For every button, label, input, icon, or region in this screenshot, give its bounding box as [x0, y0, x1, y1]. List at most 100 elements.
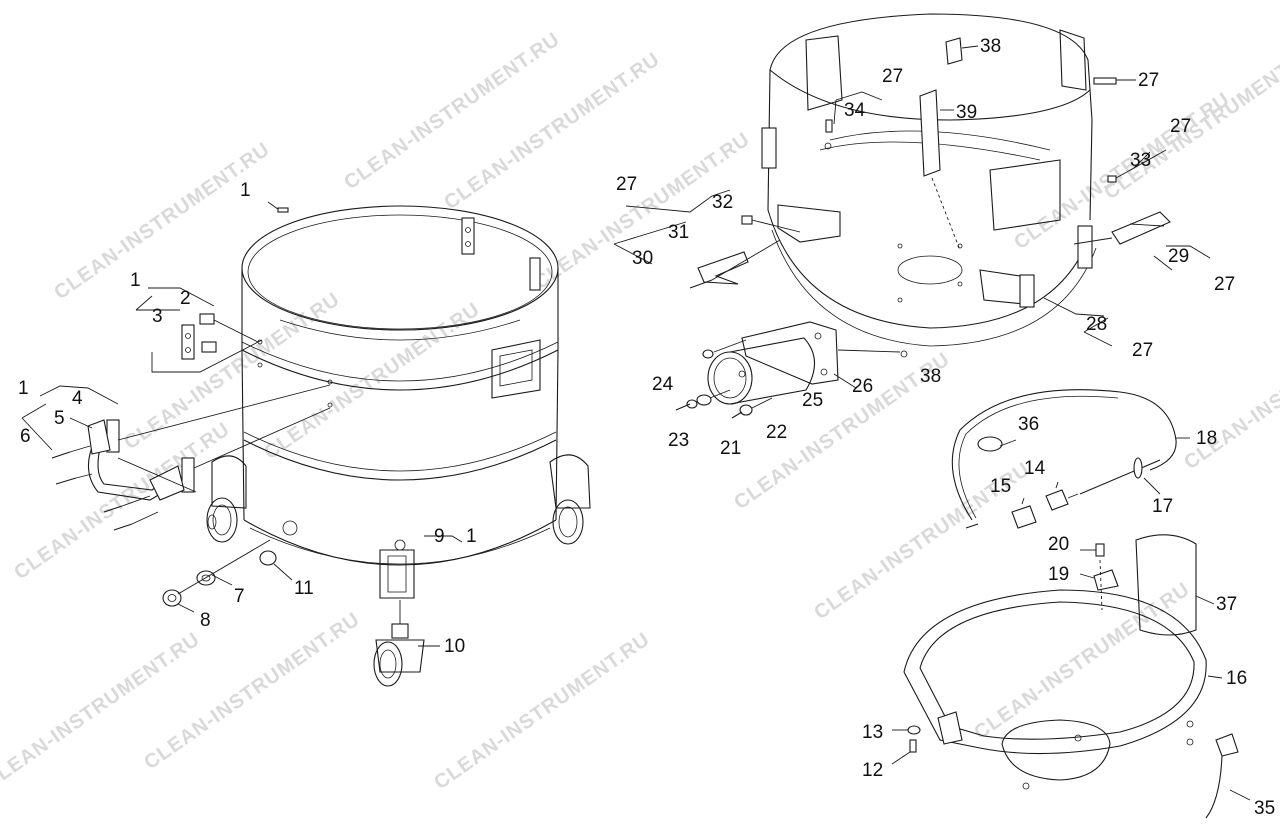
caster-hub	[558, 506, 578, 538]
hole	[1186, 720, 1194, 728]
callout-21: 21	[720, 438, 741, 459]
container-outlet-hole	[897, 255, 963, 285]
watermark: CLEAN-INSTRUMENT.RU	[340, 28, 564, 194]
drum-bottom	[243, 519, 557, 566]
callout-27: 27	[882, 66, 903, 87]
washer	[702, 349, 714, 359]
nut-11	[259, 550, 277, 566]
callout-18: 18	[1196, 428, 1217, 449]
container-top-rim	[769, 13, 1093, 121]
caster-wheel-right	[552, 499, 584, 545]
screw-21	[731, 411, 743, 419]
leader	[1143, 477, 1161, 495]
screw	[103, 505, 123, 513]
hole	[327, 379, 333, 385]
caster-stem	[391, 623, 409, 639]
washer-23	[686, 399, 698, 409]
callout-11: 11	[294, 578, 314, 599]
ring-bowl	[1001, 719, 1111, 745]
screw-32	[741, 215, 753, 225]
hole	[1186, 738, 1194, 746]
container-panel-right	[989, 159, 1061, 231]
hose-end	[965, 523, 979, 529]
nut-8	[162, 589, 182, 607]
drum-assembly	[241, 201, 559, 566]
callout-10: 10	[444, 636, 465, 657]
callout-28: 28	[1086, 314, 1107, 335]
callout-17: 17	[1152, 496, 1173, 517]
leader	[177, 539, 271, 595]
drum-bracket-right	[529, 257, 541, 291]
screw	[51, 451, 71, 459]
sensor-rod-clip	[1133, 457, 1143, 479]
container-rim-front	[769, 69, 1091, 121]
ring-16-side	[903, 671, 981, 749]
drum-clip-bracket	[491, 339, 541, 399]
callout-38: 38	[980, 36, 1001, 57]
callout-35: 35	[1254, 798, 1275, 819]
container-bracket-left	[777, 204, 841, 243]
leader	[193, 407, 331, 469]
leader	[891, 751, 911, 765]
leader	[709, 389, 731, 399]
container-base-ring	[767, 209, 1093, 329]
handle-assembly	[51, 313, 331, 531]
callout-4: 4	[72, 388, 83, 409]
callout-27: 27	[1138, 70, 1159, 91]
callout-27: 27	[1132, 340, 1153, 361]
caster-bracket-inner	[387, 555, 407, 593]
leader	[151, 339, 263, 373]
leader	[625, 189, 731, 213]
watermark: CLEAN-INSTRUMENT.RU	[10, 418, 234, 584]
callout-16: 16	[1226, 668, 1247, 689]
drum-seam-1b	[241, 341, 559, 382]
caster-nut	[394, 539, 406, 551]
leader	[833, 99, 837, 125]
pin-34	[825, 119, 833, 133]
callout-13: 13	[862, 722, 883, 743]
watermark: CLEAN-INSTRUMENT.RU	[1180, 308, 1280, 474]
watermark: CLEAN-INSTRUMENT.RU	[140, 608, 364, 774]
callout-37: 37	[1216, 594, 1237, 615]
clamp-36	[977, 436, 1003, 452]
caster-hub-center	[207, 514, 217, 530]
hole	[185, 347, 191, 353]
hole	[327, 402, 333, 408]
callout-39: 39	[956, 102, 977, 123]
nut-hole	[167, 594, 177, 602]
hole	[465, 227, 471, 233]
screw-12	[909, 739, 917, 753]
hose-18	[951, 389, 1177, 521]
screw-23	[675, 403, 691, 411]
caster-wheels	[206, 454, 591, 687]
leader	[713, 339, 747, 353]
clip-38-top	[945, 37, 963, 65]
drum-seam-2b	[243, 431, 557, 472]
container-bracket-front	[979, 269, 1025, 305]
container-panel-top	[1059, 29, 1087, 91]
drum-bracket-top	[461, 217, 475, 255]
latch-29	[1111, 211, 1171, 245]
callout-27: 27	[1214, 274, 1235, 295]
caster-bracket-front	[379, 549, 415, 599]
ring-16	[903, 589, 1207, 755]
drum-seam-1	[241, 349, 559, 391]
callout-labels: 1 1 2 3 1 4 5 6 9 1 7 8 11 10 38 27 27 3…	[18, 36, 1275, 819]
leader	[1043, 297, 1105, 317]
leader	[1153, 255, 1173, 271]
callout-7: 7	[234, 586, 245, 607]
leader	[1166, 245, 1211, 259]
drum-lower-right	[555, 349, 559, 521]
hole	[897, 243, 903, 249]
small-parts-left	[162, 539, 277, 607]
leader	[148, 287, 215, 307]
callout-27: 27	[616, 174, 637, 195]
callout-5: 5	[54, 408, 65, 429]
container-base-ring-2	[771, 229, 1097, 347]
callout-3: 3	[152, 306, 163, 327]
fitting-15	[1011, 505, 1037, 529]
hole	[738, 370, 746, 378]
leader	[961, 45, 979, 49]
leader	[39, 385, 119, 405]
leader	[711, 239, 781, 281]
